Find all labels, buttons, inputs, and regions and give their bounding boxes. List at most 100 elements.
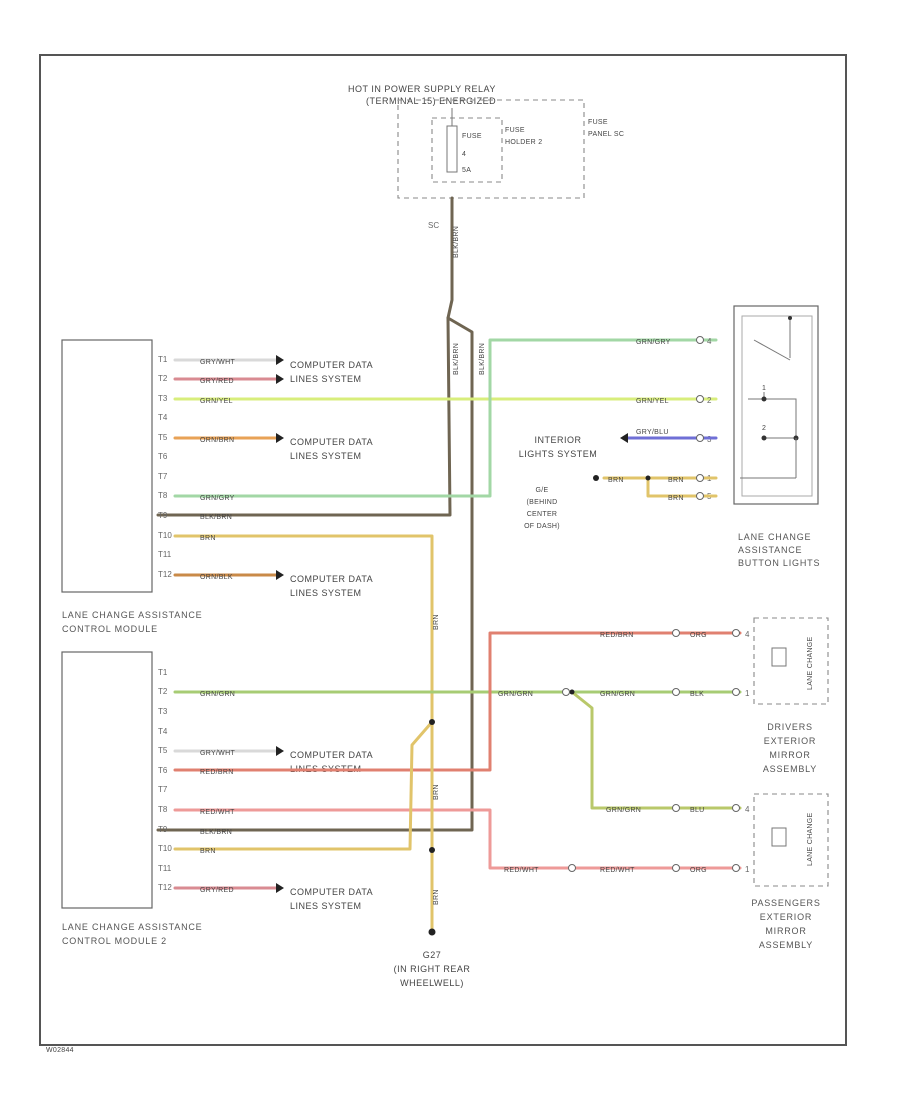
control-module-1	[61, 339, 153, 593]
module1-pin-1: T1	[158, 355, 168, 364]
relay-label: HOT IN POWER SUPPLY RELAY	[348, 84, 496, 94]
module2-pin-5: T5	[158, 746, 168, 755]
fuse-number: 4	[462, 151, 466, 158]
wire-label-pass-org: ORG	[690, 867, 707, 874]
wire-label-btn-brn-b: BRN	[668, 477, 684, 484]
behind-dash-label: G/E	[536, 487, 549, 494]
driver-mirror-lamp	[771, 647, 787, 667]
ref-interior-lights: INTERIOR	[534, 435, 581, 445]
wire-m2-pin10	[173, 720, 434, 851]
connector-terminal-12	[732, 804, 740, 812]
driver-mirror-pin-1: 1	[745, 689, 750, 698]
connector-terminal-15	[568, 864, 576, 872]
wire-m1-pin8	[173, 338, 718, 498]
module2-pin-6: T6	[158, 766, 168, 775]
wire-label-btn-brn-a: BRN	[608, 477, 624, 484]
module2-name: LANE CHANGE ASSISTANCE	[62, 922, 202, 932]
wire-btn-brn-b	[646, 476, 718, 498]
ground-terminal	[428, 928, 436, 936]
button-lights-name-2: ASSISTANCE	[738, 545, 802, 555]
diagram-frame	[39, 54, 847, 1046]
wire-label-m1-pin10: BRN	[200, 535, 216, 542]
driver-mirror-name-4: ASSEMBLY	[763, 764, 817, 774]
connector-terminal-11	[672, 804, 680, 812]
wire-label-pass-red-b: RED/WHT	[600, 867, 635, 874]
button-pin-4: 4	[707, 337, 712, 346]
wire-label-btn-grngry: GRN/GRY	[636, 339, 671, 346]
connector-terminal-8	[672, 688, 680, 696]
splice-ground-mid	[429, 847, 435, 853]
button-lights-name: LANE CHANGE	[738, 532, 811, 542]
arrow-m1-pin12	[276, 570, 284, 580]
pass-mirror-name-2: EXTERIOR	[760, 912, 812, 922]
ref-data-lines-4: COMPUTER DATA	[290, 750, 373, 760]
wire-label-pass-grn: GRN/GRN	[606, 807, 641, 814]
wire-m1-pin10	[173, 534, 434, 724]
pass-mirror-name-3: MIRROR	[765, 926, 806, 936]
pass-mirror-name-4: ASSEMBLY	[759, 940, 813, 950]
module1-pin-4: T4	[158, 413, 168, 422]
fuse-holder-label-2: HOLDER 2	[505, 139, 542, 146]
connector-terminal-9	[732, 688, 740, 696]
driver-mirror-name: DRIVERS	[767, 722, 813, 732]
wire-label-pass-red-a: RED/WHT	[504, 867, 539, 874]
wire-label-drv-grn-b: GRN/GRN	[600, 691, 635, 698]
wire-bus-b	[156, 316, 474, 832]
control-module-2	[61, 651, 153, 909]
wire-label-m2-pin8: RED/WHT	[200, 809, 235, 816]
driver-mirror-outline	[753, 617, 829, 705]
button-switch-node	[788, 316, 792, 320]
behind-dash-label-2: (BEHIND	[527, 499, 558, 506]
connector-terminal-2	[696, 395, 704, 403]
module1-pin-6: T6	[158, 452, 168, 461]
wire-label-m1-pin8: GRN/GRY	[200, 495, 235, 502]
connector-terminal-7	[732, 629, 740, 637]
pass-mirror-name: PASSENGERS	[751, 898, 820, 908]
module1-name-2: CONTROL MODULE	[62, 624, 158, 634]
fuse-body	[446, 125, 458, 173]
pass-mirror-lamp	[771, 827, 787, 847]
splice-dot-btn	[645, 475, 651, 481]
module1-name: LANE CHANGE ASSISTANCE	[62, 610, 202, 620]
button-lights-inner	[741, 315, 813, 497]
arrow-m2-pin6	[276, 746, 284, 756]
module1-pin-12: T12	[158, 570, 172, 579]
ground-id: G27	[423, 950, 442, 960]
ref-data-lines-5: COMPUTER DATA	[290, 887, 373, 897]
fuse-panel-label-2: PANEL SC	[588, 131, 624, 138]
ground-location-2: WHEELWELL)	[400, 978, 464, 988]
wire-label-fuse-feed: BLK/BRN	[453, 226, 460, 258]
ref-interior-lights-2: LIGHTS SYSTEM	[519, 449, 598, 459]
driver-mirror-pin-4: 4	[745, 630, 750, 639]
behind-dash-label-3: CENTER	[527, 511, 558, 518]
wire-label-bus-a: BLK/BRN	[453, 343, 460, 375]
wire-label-bus-b: BLK/BRN	[479, 343, 486, 375]
wire-label-m1-pin9: BLK/BRN	[200, 514, 232, 521]
ground-dot-dash	[593, 475, 599, 481]
connector-terminal-5	[696, 492, 704, 500]
wire-label-ground-v: BRN	[433, 614, 440, 630]
wire-m2-pin7	[173, 631, 742, 772]
pass-mirror-pin-4: 4	[745, 805, 750, 814]
arrow-btn-blue	[620, 433, 628, 443]
pass-mirror-outline	[753, 793, 829, 887]
wire-label-drv-grn-a: GRN/GRN	[498, 691, 533, 698]
ref-data-lines-1b: LINES SYSTEM	[290, 374, 362, 384]
driver-mirror-name-2: EXTERIOR	[764, 736, 816, 746]
module2-pin-8: T8	[158, 805, 168, 814]
pass-mirror-pin-1: 1	[745, 865, 750, 874]
wire-label-m2-pin7: RED/BRN	[200, 769, 234, 776]
driver-mirror-lamp-label: LANE CHANGE	[807, 636, 814, 690]
connector-group	[562, 336, 740, 872]
wire-label-m1-pin4: ORN/BRN	[200, 437, 234, 444]
connector-terminal-10	[562, 688, 570, 696]
wire-label-m1-pin12: ORN/BLK	[200, 574, 233, 581]
relay-label-2: (TERMINAL 15) ENERGIZED	[366, 96, 496, 106]
module2-pin-7: T7	[158, 785, 168, 794]
module2-pin-1: T1	[158, 668, 168, 677]
arrow-m2-pin12	[276, 883, 284, 893]
splice-green	[569, 689, 575, 695]
driver-mirror-name-3: MIRROR	[769, 750, 810, 760]
wire-label-ground-low: BRN	[433, 889, 440, 905]
